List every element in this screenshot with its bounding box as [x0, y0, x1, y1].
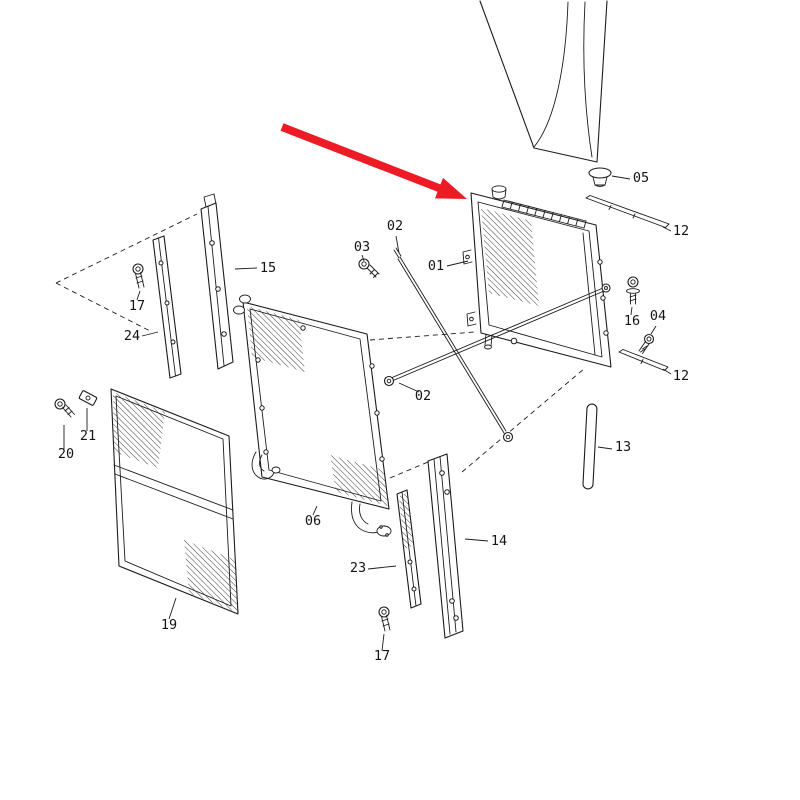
part-label-02-upper: 02	[387, 218, 403, 234]
bolt-04: 04	[638, 308, 666, 354]
part-label-05: 05	[633, 170, 649, 186]
screen-hatch-top	[113, 392, 165, 468]
bolt-20: 20	[54, 398, 75, 462]
oil-cooler-u-pipe	[251, 451, 281, 480]
bracket-15: 15	[200, 193, 276, 370]
bolt-17-left: 17	[129, 263, 145, 314]
part-label-19: 19	[161, 617, 177, 633]
part-label-23: 23	[350, 560, 366, 576]
bolt-17-bottom: 17	[374, 606, 391, 664]
oil-cooler-outlet-pipe	[351, 501, 392, 537]
part-label-15: 15	[260, 260, 276, 276]
bracket-14: 14	[427, 453, 507, 639]
strip-23: 23	[350, 489, 422, 609]
part-label-01: 01	[428, 258, 444, 274]
part-label-20: 20	[58, 446, 74, 462]
part-label-03: 03	[354, 239, 370, 255]
part-label-04: 04	[650, 308, 666, 324]
bolt-03: 03	[354, 239, 380, 278]
rear-shroud-panel	[479, 0, 608, 163]
seal-strip-lower-12: 12	[618, 349, 689, 384]
bolt-16: 16	[624, 276, 640, 329]
part-label-02-lower: 02	[415, 388, 431, 404]
part-label-17-left: 17	[129, 298, 145, 314]
part-label-24: 24	[124, 328, 140, 344]
clip-21: 21	[78, 390, 98, 444]
part-label-06: 06	[305, 513, 321, 529]
strip-24: 24	[124, 235, 182, 379]
part-label-17-bottom: 17	[374, 648, 390, 664]
part-label-13: 13	[615, 439, 631, 455]
screen-hatch-bottom	[184, 540, 238, 613]
stay-rod-upper-02: 02	[387, 218, 514, 443]
part-label-12-lower: 12	[673, 368, 689, 384]
radiator-cap-05: 05	[588, 167, 649, 187]
part-label-12-upper: 12	[673, 223, 689, 239]
assembly-dashed-lines	[55, 213, 586, 479]
part-label-16: 16	[624, 313, 640, 329]
radiator-core-hatch	[481, 208, 539, 306]
pointer-arrow	[280, 123, 467, 199]
part-label-21: 21	[80, 428, 96, 444]
strip-23-hatch	[399, 493, 413, 549]
stay-rod-lower-02: 02	[383, 283, 611, 404]
oil-cooler-hatch-bottom	[330, 455, 388, 506]
oil-cooler-hatch-top	[247, 306, 305, 372]
part-label-14: 14	[491, 533, 507, 549]
filler-neck	[491, 185, 507, 200]
radiator-01: 01	[428, 185, 612, 368]
oil-cooler-06: 06	[233, 294, 392, 537]
seal-strip-upper-12: 12	[585, 195, 689, 239]
hose-13: 13	[582, 403, 631, 490]
top-tank-fins	[501, 199, 587, 229]
screen-panel-19: 19	[110, 388, 239, 633]
